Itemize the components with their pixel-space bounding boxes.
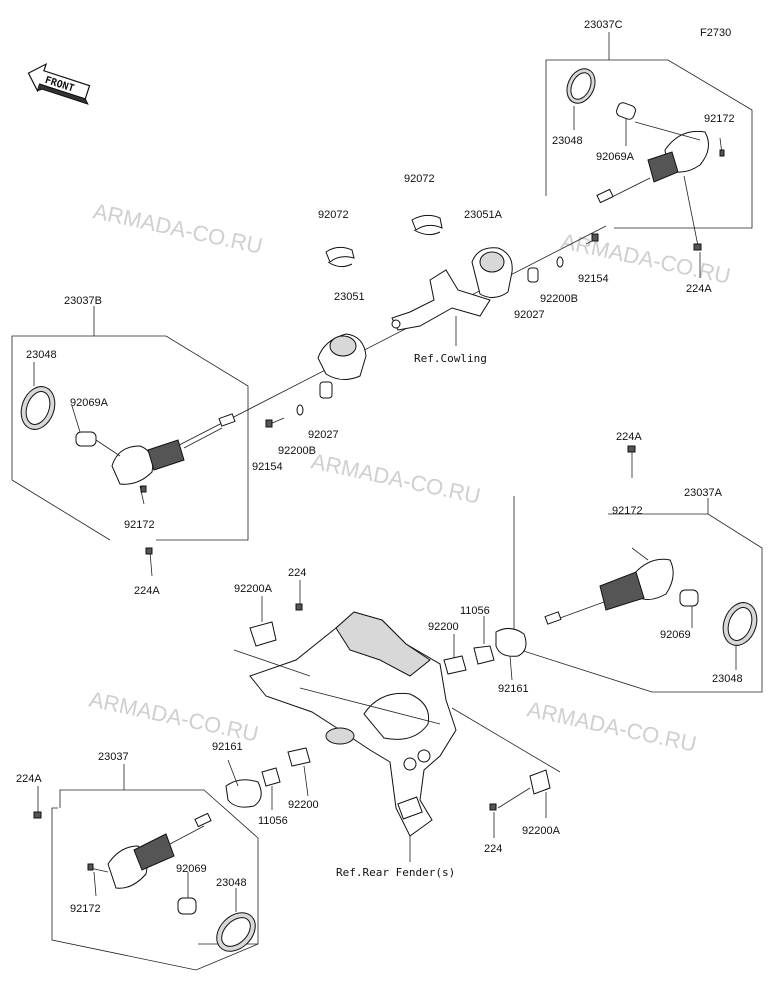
grommet-part: [495, 628, 527, 657]
part-number-label: 92172: [70, 903, 101, 915]
ref-rear-fender-label: Ref.Rear Fender(s): [336, 866, 455, 879]
nut-part: [473, 645, 495, 665]
watermark: ARMADA-CO.RU: [87, 686, 261, 746]
part-number-label: 92161: [498, 683, 529, 695]
ref-cowling-label: Ref.Cowling: [414, 352, 487, 365]
bulb-part: [616, 102, 636, 120]
part-number-label: 92072: [318, 209, 349, 221]
part-number-label: 92172: [612, 505, 643, 517]
part-number-label: 92069A: [596, 151, 635, 163]
part-number-label: 224A: [16, 773, 42, 785]
part-number-label: 224A: [134, 585, 160, 597]
mounting-axis-line: [149, 225, 607, 461]
part-number-label: 92069: [176, 863, 207, 875]
part-number-label: 224A: [686, 283, 712, 295]
part-number-label: 92027: [514, 309, 545, 321]
part-number-label: 23037: [98, 751, 129, 763]
watermark: ARMADA-CO.RU: [309, 448, 483, 508]
part-number-label: 92161: [212, 741, 243, 753]
part-number-label: 224A: [616, 431, 642, 443]
part-number-label: 92069A: [70, 397, 109, 409]
part-number-label: 23037C: [584, 19, 623, 31]
part-number-label: 92200A: [522, 825, 561, 837]
part-number-label: 23048: [712, 673, 743, 685]
part-number-label: 92172: [124, 519, 155, 531]
part-number-label: 92072: [404, 173, 435, 185]
part-number-label: 23051A: [464, 209, 503, 221]
part-number-label: 23037A: [684, 487, 723, 499]
watermark: ARMADA-CO.RU: [525, 696, 699, 756]
assembly-23037C: [545, 32, 753, 278]
clip-part: [249, 621, 277, 647]
fender-bottom-fasteners: [489, 769, 551, 838]
part-number-label: 11056: [258, 815, 288, 827]
bracket-part: [391, 269, 491, 331]
part-number-label: 92200B: [278, 445, 316, 457]
part-number-label: 92154: [578, 273, 609, 285]
diagram-code: F2730: [700, 27, 731, 39]
center-upper-parts: [265, 214, 599, 428]
nut-part: [261, 767, 281, 787]
spacer-part: [527, 267, 539, 283]
clamp-part: [325, 246, 355, 263]
bulb-part: [679, 589, 699, 607]
part-number-label: 224: [288, 567, 306, 579]
clip-part: [287, 747, 311, 767]
part-number-label: 92172: [704, 113, 735, 125]
clamp-part: [411, 214, 443, 231]
part-number-label: 92200: [428, 621, 459, 633]
part-number-label: 92027: [308, 429, 339, 441]
assembly-23037A: [513, 445, 763, 693]
part-number-label: 92200B: [540, 293, 578, 305]
assembly-23037: [33, 747, 311, 971]
signal-housing-part: [633, 558, 674, 600]
part-number-label: 23048: [552, 135, 583, 147]
bulb-part: [75, 431, 97, 447]
rear-fender-part: [233, 611, 561, 862]
part-number-label: 23051: [334, 291, 365, 303]
part-number-label: 23048: [216, 877, 247, 889]
part-number-label: 23048: [26, 349, 57, 361]
bulb-part: [177, 897, 197, 915]
part-number-label: 23037B: [64, 295, 102, 307]
spacer-part: [319, 381, 333, 399]
washer-part: [296, 404, 304, 416]
part-number-label: 92200: [288, 799, 319, 811]
part-number-label: 224: [484, 843, 502, 855]
part-number-label: 92154: [252, 461, 283, 473]
watermark: ARMADA-CO.RU: [91, 198, 265, 258]
front-arrow-icon: FRONT: [27, 62, 91, 105]
washer-part: [556, 256, 564, 268]
assembly-23037B: [11, 306, 249, 577]
fender-top-fasteners: [249, 580, 527, 681]
signal-housing-part: [111, 445, 154, 485]
part-number-label: 92069: [660, 629, 691, 641]
clip-part: [443, 655, 467, 675]
signal-housing-part: [664, 130, 710, 173]
grommet-part: [225, 779, 262, 808]
clip-part: [529, 769, 551, 795]
part-number-label: 11056: [460, 605, 490, 617]
part-number-label: 92200A: [234, 583, 273, 595]
